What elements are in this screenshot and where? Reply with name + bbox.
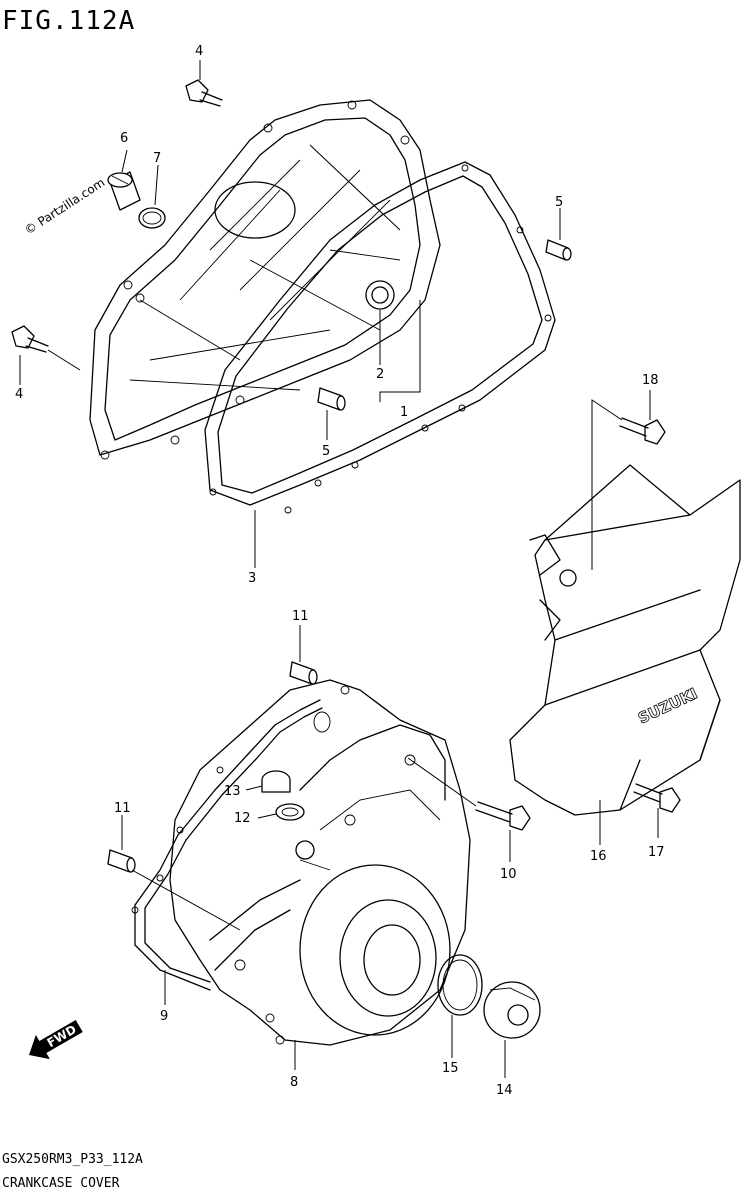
cover-cap (483, 981, 541, 1078)
callout-12: 12 (234, 811, 251, 826)
callout-13: 13 (224, 784, 241, 799)
callout-3: 3 (248, 571, 256, 586)
sprocket-cover-bolt-lower (633, 783, 681, 838)
callout-14: 14 (496, 1083, 513, 1098)
callout-7: 7 (153, 151, 161, 166)
plug-washer (257, 803, 305, 821)
sprocket-cover-bolt-upper (591, 390, 666, 570)
cover-o-ring (437, 954, 483, 1058)
dowel-pin-right (545, 208, 572, 261)
callout-17: 17 (648, 845, 665, 860)
forward-direction-arrow: FWD (29, 1019, 83, 1060)
direction-label: FWD (45, 1022, 79, 1050)
oil-filler-cap (107, 171, 141, 211)
callout-6: 6 (120, 131, 128, 146)
callout-4-top: 4 (195, 44, 203, 59)
generator-cover-bolt (407, 757, 531, 862)
callout-9: 9 (160, 1009, 168, 1024)
generator-cover (169, 679, 471, 1046)
diagram-code: GSX250RM3_P33_112A (2, 1152, 143, 1167)
callout-10: 10 (500, 867, 517, 882)
dowel-pin-upper (289, 625, 318, 685)
dowel-pin-lower (107, 815, 241, 931)
drain-plug (245, 770, 291, 793)
bolt-top (185, 60, 223, 107)
callout-5-center: 5 (322, 444, 330, 459)
callout-16: 16 (590, 849, 607, 864)
callout-5-right: 5 (555, 195, 563, 210)
o-ring (138, 207, 166, 229)
clutch-cover (89, 99, 441, 460)
dowel-pin-center (317, 387, 346, 440)
diagram-name: CRANKCASE COVER (2, 1176, 120, 1191)
callout-2: 2 (376, 367, 384, 382)
sprocket-cover: SUZUKI (509, 464, 741, 845)
callout-4-left: 4 (15, 387, 23, 402)
bolt-left (11, 325, 81, 385)
callout-11-upper: 11 (292, 609, 309, 624)
callout-18: 18 (642, 373, 659, 388)
callout-1: 1 (400, 405, 408, 420)
callout-15: 15 (442, 1061, 459, 1076)
callout-11-lower: 11 (114, 801, 131, 816)
callout-8: 8 (290, 1075, 298, 1090)
gasket (204, 144, 556, 514)
generator-gasket (131, 699, 323, 1005)
watermark: © Partzilla.com (22, 175, 107, 237)
figure-title: FIG.112A (2, 6, 136, 36)
